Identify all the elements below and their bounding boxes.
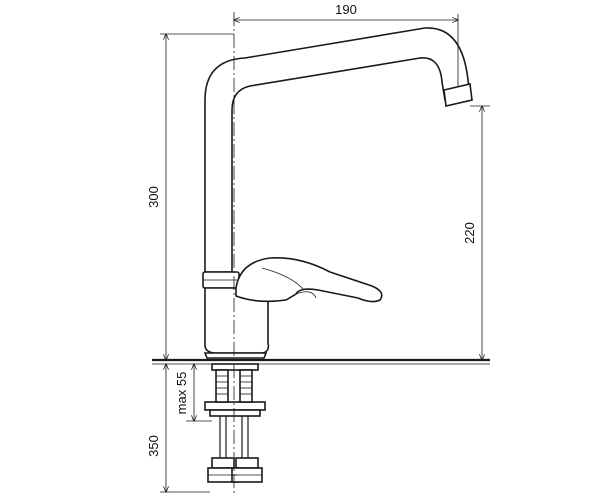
dimension-max-thickness — [186, 364, 212, 421]
countertop — [152, 358, 490, 365]
mounting-hardware — [204, 363, 266, 417]
label-hose-length: 350 — [146, 435, 161, 457]
dimension-total-height — [160, 34, 234, 360]
label-spout-reach: 190 — [335, 2, 357, 17]
label-total-height: 300 — [146, 186, 161, 208]
faucet-lever — [235, 256, 383, 303]
dimension-spout-reach — [234, 14, 458, 86]
label-max-thickness: max 55 — [174, 372, 189, 415]
supply-hoses — [207, 416, 263, 483]
faucet-spout — [204, 27, 473, 273]
dimension-spout-height — [470, 106, 490, 360]
dimension-hose-length — [160, 364, 210, 492]
label-spout-height: 220 — [462, 222, 477, 244]
